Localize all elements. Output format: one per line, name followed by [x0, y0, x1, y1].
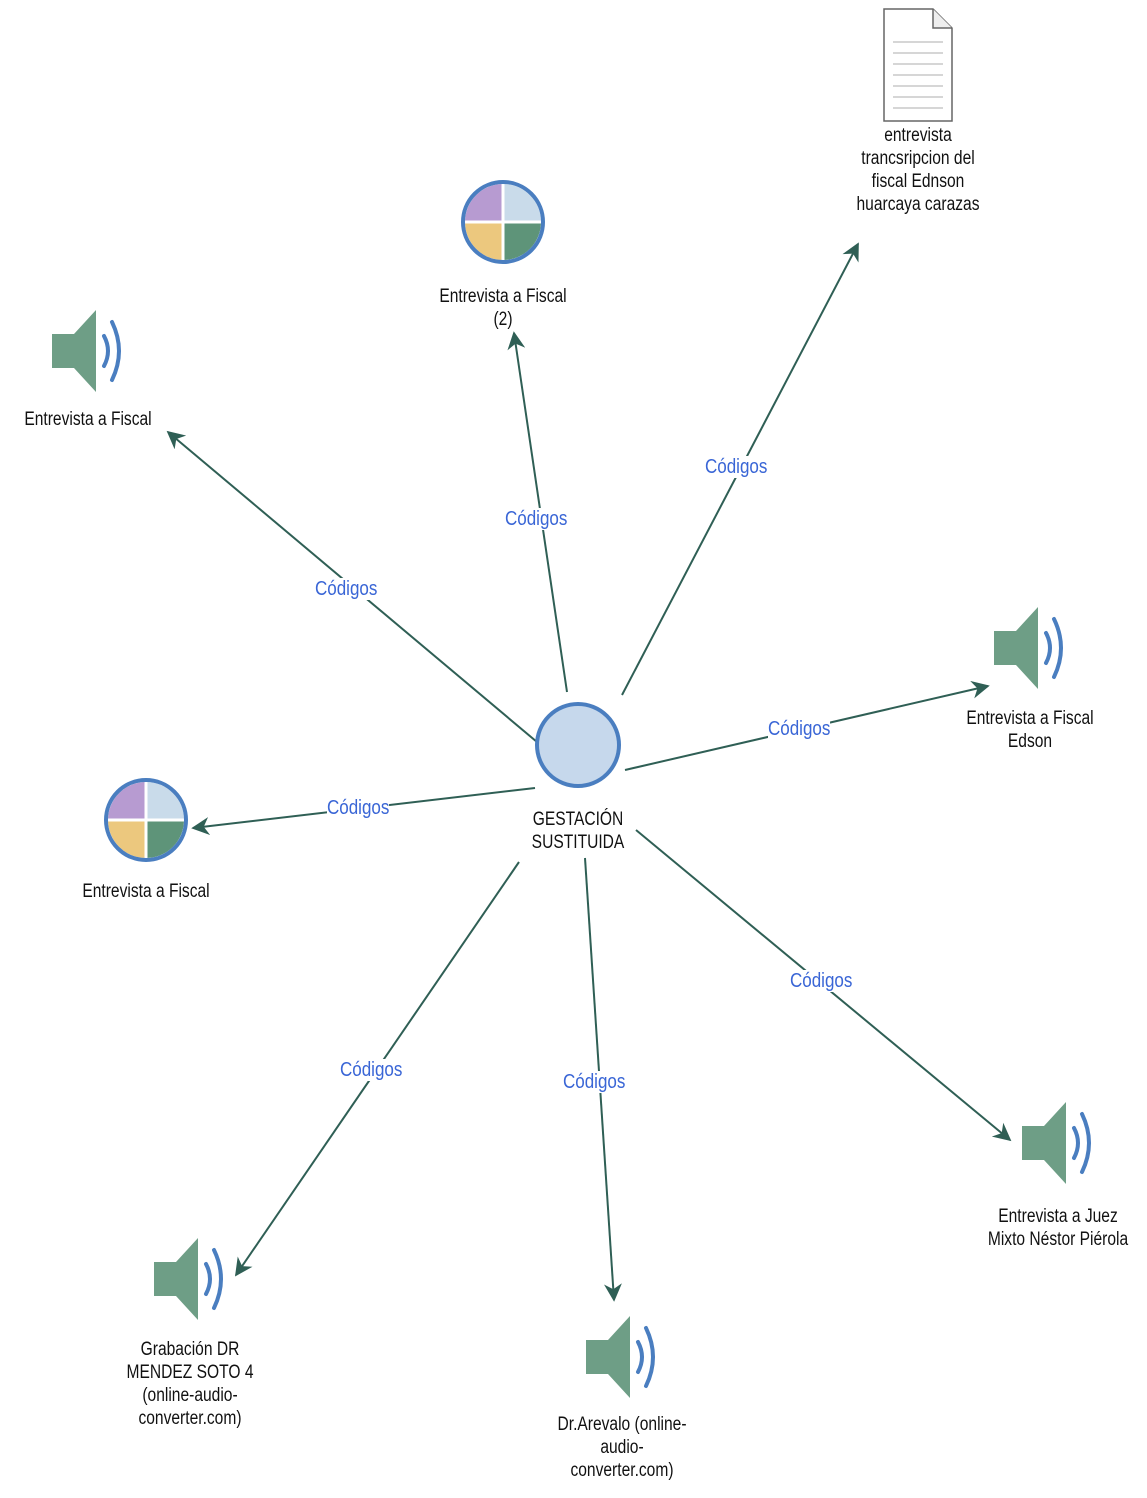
node-label-n3-line: huarcaya carazas — [856, 194, 980, 215]
node-label-n7-line: converter.com) — [570, 1460, 674, 1481]
edge-label-n1: Códigos — [315, 578, 378, 600]
n2-codes-icon[interactable] — [461, 180, 545, 264]
n8-audio-icon[interactable] — [154, 1238, 223, 1320]
edge-label-n8: Códigos — [340, 1059, 403, 1081]
node-label-n7-line: Dr.Arevalo (online- — [557, 1414, 687, 1435]
edge-label-n3: Códigos — [705, 456, 768, 478]
node-label-n7: Dr.Arevalo (online-audio-converter.com) — [499, 1413, 745, 1482]
node-label-n4-line: Edson — [1007, 731, 1053, 752]
node-label-n8-line: Grabación DR — [140, 1339, 240, 1360]
node-label-n2: Entrevista a Fiscal(2) — [380, 285, 626, 331]
node-label-n3-line: entrevista — [884, 125, 952, 146]
edge-label-n2: Códigos — [505, 508, 568, 530]
node-label-n8-line: converter.com) — [138, 1408, 242, 1429]
n7-audio-icon[interactable] — [586, 1316, 655, 1398]
node-label-n8-line: (online-audio- — [142, 1385, 238, 1406]
edge-label-n6: Códigos — [790, 970, 853, 992]
node-label-n6-line: Mixto Néstor Piérola — [987, 1229, 1129, 1250]
edge-label-n7: Códigos — [563, 1071, 626, 1093]
node-label-n1-line: Entrevista a Fiscal — [24, 409, 152, 430]
node-label-n5: Entrevista a Fiscal — [23, 880, 269, 903]
edge-label-n5: Códigos — [327, 797, 390, 819]
n1-audio-icon[interactable] — [52, 310, 121, 392]
node-label-n6-line: Entrevista a Juez — [998, 1206, 1118, 1227]
node-label-n3-line: trancsripcion del — [861, 148, 975, 169]
icons-layer — [52, 8, 1091, 1398]
node-label-n2-line: (2) — [493, 309, 513, 330]
center-node-label-line: GESTACIÓN — [532, 809, 624, 830]
node-label-n4-line: Entrevista a Fiscal — [966, 708, 1094, 729]
node-label-n2-line: Entrevista a Fiscal — [439, 286, 567, 307]
n5-codes-icon[interactable] — [104, 778, 188, 862]
n3-document-icon[interactable] — [883, 8, 953, 122]
n6-audio-icon[interactable] — [1022, 1102, 1091, 1184]
edge-label-n4: Códigos — [768, 718, 831, 740]
node-label-n5-line: Entrevista a Fiscal — [82, 881, 210, 902]
node-label-n8-line: MENDEZ SOTO 4 — [126, 1362, 254, 1383]
node-label-n1: Entrevista a Fiscal — [0, 408, 211, 431]
center-code-node-icon[interactable] — [535, 702, 621, 788]
node-label-n3-line: fiscal Ednson — [871, 171, 965, 192]
center-node-label-line: SUSTITUIDA — [531, 832, 625, 853]
node-label-n7-line: audio- — [600, 1437, 644, 1458]
n4-audio-icon[interactable] — [994, 607, 1063, 689]
